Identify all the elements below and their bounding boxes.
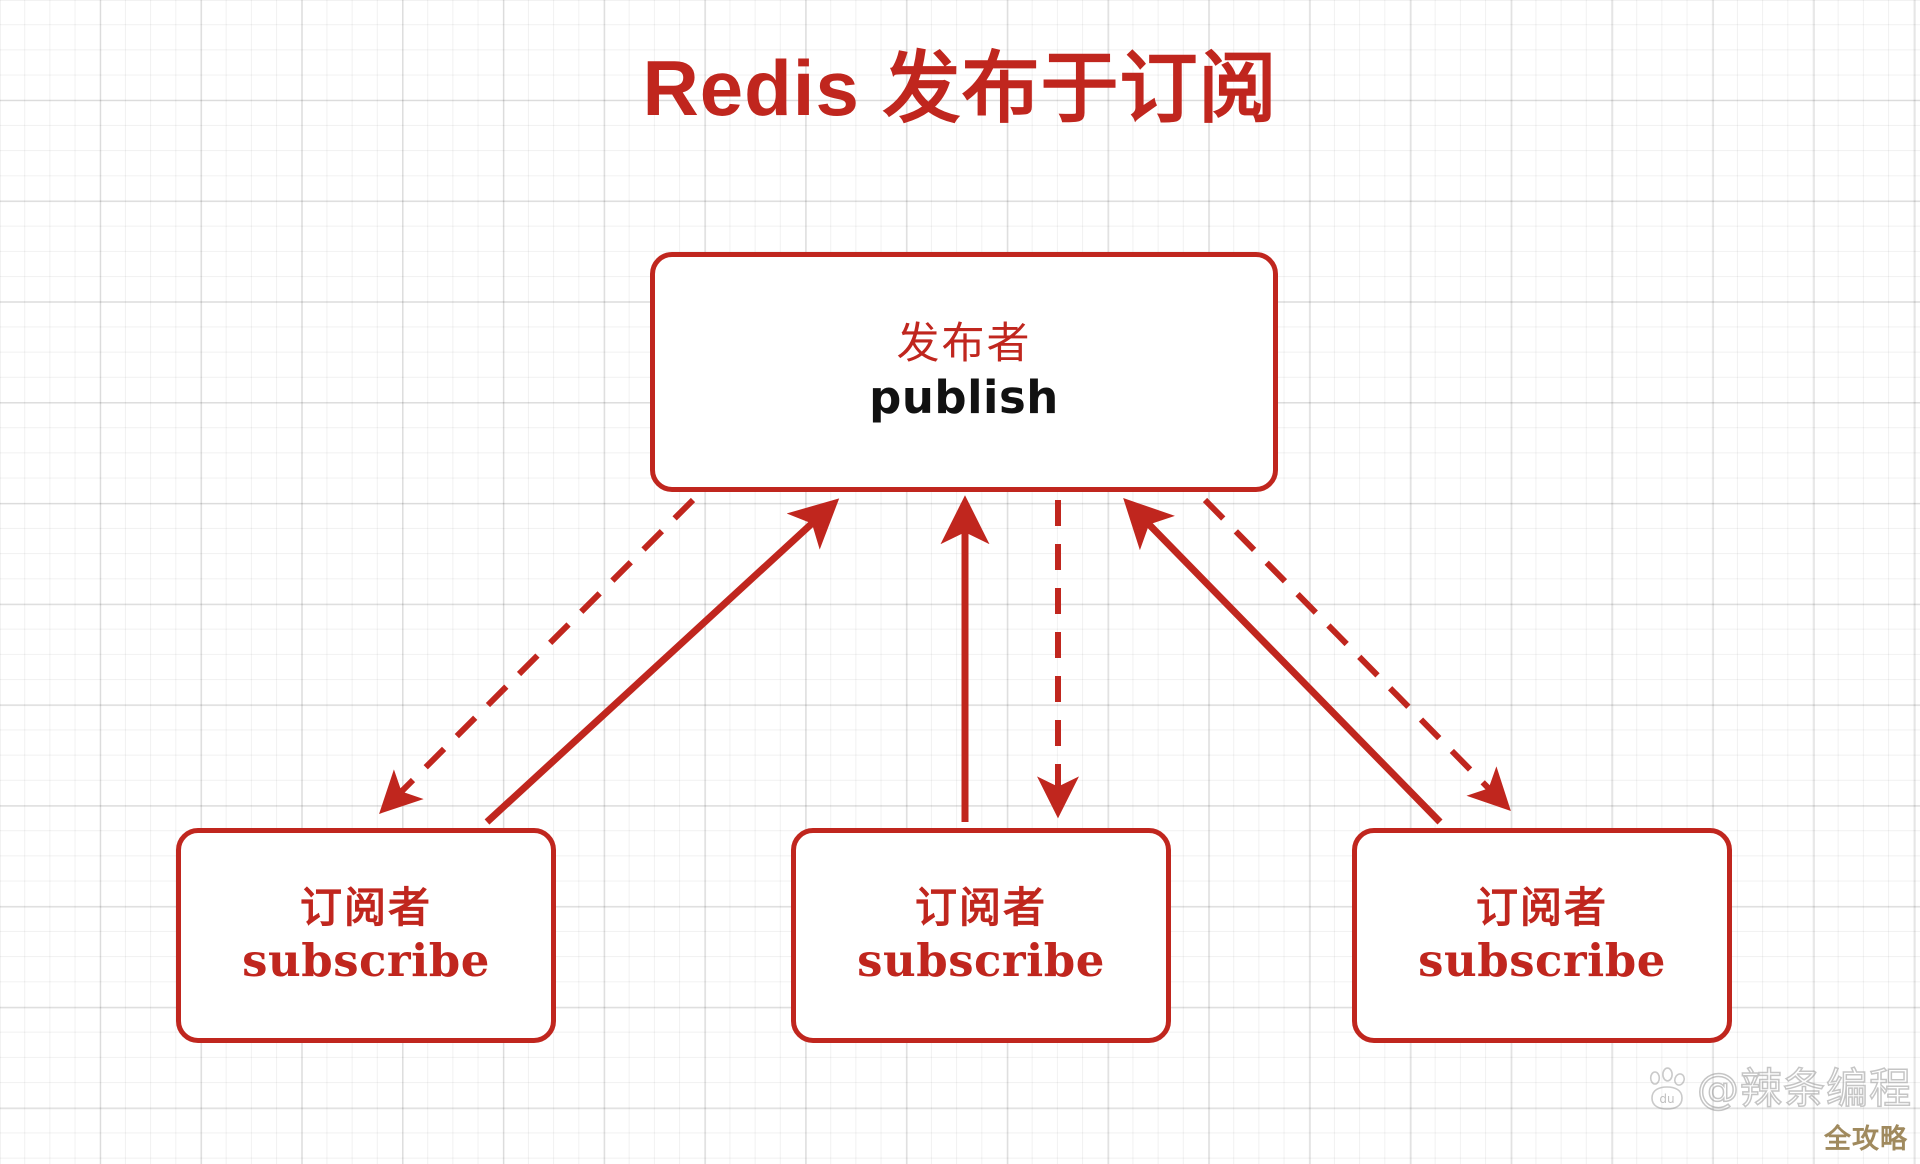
watermark-tagline: 全攻略 bbox=[1824, 1124, 1908, 1154]
subscriber-1-label-en: subscribe bbox=[242, 933, 490, 987]
edge-publisher-to-subscriber-1 bbox=[379, 497, 696, 814]
edge-subscriber-1-to-publisher bbox=[484, 498, 840, 825]
subscriber-3-label-en: subscribe bbox=[1418, 933, 1666, 987]
node-subscriber-1[interactable]: 订阅者 subscribe bbox=[176, 828, 556, 1043]
node-publisher[interactable]: 发布者 publish bbox=[650, 252, 1278, 492]
page-title: Redis 发布于订阅 bbox=[642, 44, 1278, 132]
publisher-label-cn: 发布者 bbox=[896, 320, 1032, 369]
baidu-paw-icon: du bbox=[1649, 1067, 1685, 1110]
edge-subscriber-3-to-publisher bbox=[1123, 497, 1443, 825]
node-subscriber-2[interactable]: 订阅者 subscribe bbox=[791, 828, 1171, 1043]
publisher-label-en: publish bbox=[869, 370, 1059, 424]
watermark-row: du @辣条编程 bbox=[1643, 1065, 1912, 1113]
svg-text:du: du bbox=[1659, 1092, 1674, 1106]
subscriber-2-label-en: subscribe bbox=[857, 933, 1105, 987]
subscriber-3-label-cn: 订阅者 bbox=[1475, 884, 1608, 932]
subscriber-1-label-cn: 订阅者 bbox=[299, 884, 432, 932]
subscriber-2-label-cn: 订阅者 bbox=[914, 884, 1047, 932]
edge-publisher-to-subscriber-3 bbox=[1202, 497, 1511, 811]
watermark: du @辣条编程 全攻略 bbox=[1643, 1065, 1912, 1156]
node-subscriber-3[interactable]: 订阅者 subscribe bbox=[1352, 828, 1732, 1043]
watermark-handle: @辣条编程 bbox=[1696, 1064, 1912, 1113]
